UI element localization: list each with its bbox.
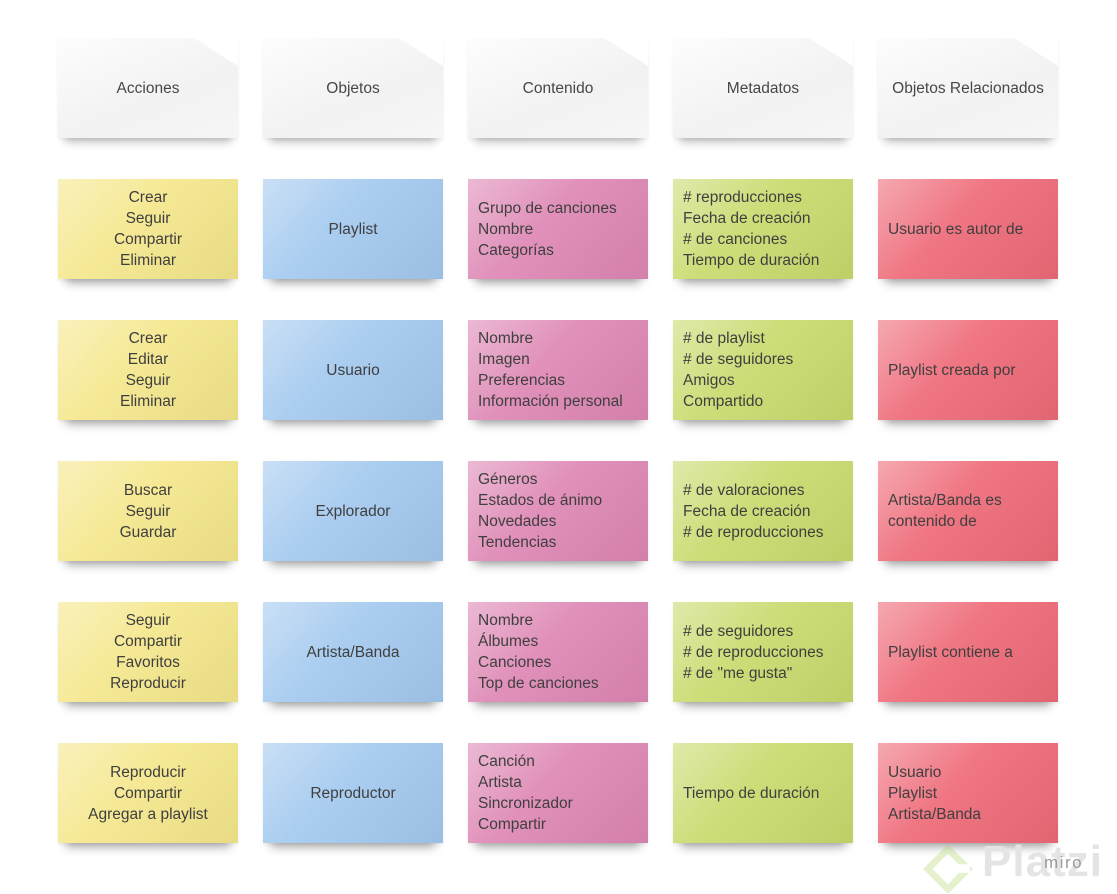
column-contenido: Contenido Grupo de canciones Nombre Cate… <box>468 38 648 843</box>
sticky-note-objeto-usuario[interactable]: Usuario <box>263 320 443 420</box>
sticky-note-contenido-playlist[interactable]: Grupo de canciones Nombre Categorías <box>468 179 648 279</box>
sticky-note-text: Nombre Imagen Preferencias Información p… <box>478 330 623 410</box>
header-label: Metadatos <box>726 79 800 97</box>
sticky-note-grid: Acciones Crear Seguir Compartir Eliminar… <box>58 38 1058 843</box>
sticky-note-text: Reproducir Compartir Agregar a playlist <box>88 763 208 823</box>
header-note-objetos[interactable]: Objetos <box>263 38 443 138</box>
sticky-note-objeto-artista-banda[interactable]: Artista/Banda <box>263 602 443 702</box>
sticky-note-relacion-reproductor[interactable]: Usuario Playlist Artista/Banda <box>878 743 1058 843</box>
platzi-logo-icon <box>923 845 973 893</box>
sticky-note-objeto-playlist[interactable]: Playlist <box>263 179 443 279</box>
sticky-note-text: Reproductor <box>310 784 396 802</box>
sticky-note-objeto-reproductor[interactable]: Reproductor <box>263 743 443 843</box>
sticky-note-text: Tiempo de duración <box>683 784 820 802</box>
sticky-note-metadatos-artista[interactable]: # de seguidores # de reproducciones # de… <box>673 602 853 702</box>
sticky-note-text: Playlist creada por <box>888 361 1016 379</box>
header-note-metadatos[interactable]: Metadatos <box>673 38 853 138</box>
sticky-note-text: Grupo de canciones Nombre Categorías <box>478 199 617 259</box>
header-label: Objetos Relacionados <box>892 79 1044 97</box>
header-label: Contenido <box>522 79 594 97</box>
sticky-note-text: Buscar Seguir Guardar <box>119 481 177 541</box>
sticky-note-metadatos-usuario[interactable]: # de playlist # de seguidores Amigos Com… <box>673 320 853 420</box>
header-label: Acciones <box>116 79 180 97</box>
header-note-contenido[interactable]: Contenido <box>468 38 648 138</box>
column-objetos: Objetos Playlist Usuario Explorador Arti… <box>263 38 443 843</box>
sticky-note-objeto-explorador[interactable]: Explorador <box>263 461 443 561</box>
sticky-note-text: Playlist <box>328 220 378 238</box>
sticky-note-metadatos-reproductor[interactable]: Tiempo de duración <box>673 743 853 843</box>
sticky-note-relacion-artista[interactable]: Playlist contiene a <box>878 602 1058 702</box>
sticky-note-metadatos-playlist[interactable]: # reproducciones Fecha de creación # de … <box>673 179 853 279</box>
sticky-note-text: Artista/Banda <box>306 643 400 661</box>
sticky-note-text: # de valoraciones Fecha de creación # de… <box>683 481 824 541</box>
column-objetos-relacionados: Objetos Relacionados Usuario es autor de… <box>878 38 1058 843</box>
column-metadatos: Metadatos # reproducciones Fecha de crea… <box>673 38 853 843</box>
sticky-note-text: Canción Artista Sincronizador Compartir <box>478 753 573 833</box>
sticky-note-contenido-reproductor[interactable]: Canción Artista Sincronizador Compartir <box>468 743 648 843</box>
sticky-note-text: Usuario es autor de <box>888 220 1024 238</box>
header-note-objetos-relacionados[interactable]: Objetos Relacionados <box>878 38 1058 138</box>
sticky-note-relacion-usuario[interactable]: Playlist creada por <box>878 320 1058 420</box>
header-note-acciones[interactable]: Acciones <box>58 38 238 138</box>
sticky-note-text: # de seguidores # de reproducciones # de… <box>683 622 824 682</box>
sticky-note-text: Explorador <box>315 502 391 520</box>
sticky-note-text: Seguir Compartir Favoritos Reproducir <box>110 612 186 692</box>
sticky-note-text: Artista/Banda es contenido de <box>888 492 1002 530</box>
sticky-note-acciones-explorador[interactable]: Buscar Seguir Guardar <box>58 461 238 561</box>
sticky-note-acciones-playlist[interactable]: Crear Seguir Compartir Eliminar <box>58 179 238 279</box>
sticky-note-acciones-artista[interactable]: Seguir Compartir Favoritos Reproducir <box>58 602 238 702</box>
sticky-note-text: Usuario <box>326 361 380 379</box>
header-label: Objetos <box>326 79 380 97</box>
column-acciones: Acciones Crear Seguir Compartir Eliminar… <box>58 38 238 843</box>
sticky-note-acciones-usuario[interactable]: Crear Editar Seguir Eliminar <box>58 320 238 420</box>
sticky-note-text: Nombre Álbumes Canciones Top de cancione… <box>478 612 599 692</box>
sticky-note-relacion-explorador[interactable]: Artista/Banda es contenido de <box>878 461 1058 561</box>
sticky-note-text: # de playlist # de seguidores Amigos Com… <box>683 330 794 410</box>
sticky-note-text: Usuario Playlist Artista/Banda <box>888 763 982 823</box>
sticky-note-metadatos-explorador[interactable]: # de valoraciones Fecha de creación # de… <box>673 461 853 561</box>
sticky-note-contenido-artista[interactable]: Nombre Álbumes Canciones Top de cancione… <box>468 602 648 702</box>
sticky-note-relacion-playlist[interactable]: Usuario es autor de <box>878 179 1058 279</box>
sticky-note-contenido-explorador[interactable]: Géneros Estados de ánimo Novedades Tende… <box>468 461 648 561</box>
miro-watermark-text: miro <box>1044 853 1084 872</box>
sticky-note-text: Géneros Estados de ánimo Novedades Tende… <box>478 471 603 551</box>
platzi-watermark-text: Platzi <box>982 837 1103 886</box>
sticky-note-contenido-usuario[interactable]: Nombre Imagen Preferencias Información p… <box>468 320 648 420</box>
sticky-note-text: Crear Editar Seguir Eliminar <box>120 330 176 410</box>
watermark: Platzi miro <box>912 836 1117 894</box>
sticky-note-text: Crear Seguir Compartir Eliminar <box>113 189 183 269</box>
sticky-note-text: # reproducciones Fecha de creación # de … <box>683 189 820 269</box>
sticky-note-acciones-reproductor[interactable]: Reproducir Compartir Agregar a playlist <box>58 743 238 843</box>
sticky-note-text: Playlist contiene a <box>888 643 1013 661</box>
